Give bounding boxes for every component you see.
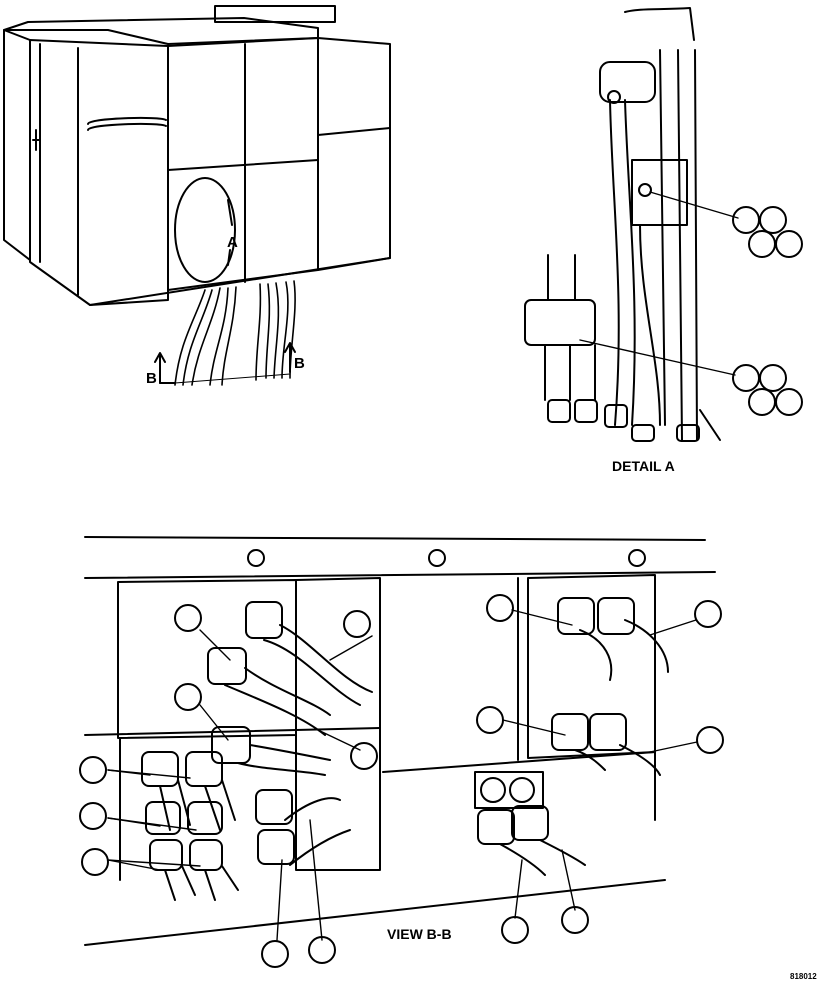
cable-glands xyxy=(142,598,668,900)
figure-code: 818012 xyxy=(790,972,817,981)
clamp-lower xyxy=(632,160,687,225)
conduit-ferrule xyxy=(632,425,654,441)
upper-frame xyxy=(85,572,715,578)
connector-legs xyxy=(545,345,595,400)
door-handle xyxy=(88,118,166,130)
panel-right-divider xyxy=(318,128,390,135)
enclosure-base xyxy=(90,258,390,305)
floor-line xyxy=(85,880,665,945)
leader-detail-upper xyxy=(650,192,738,218)
section-b-marker-right: B xyxy=(294,355,305,372)
connector-cap-1 xyxy=(548,400,570,422)
cable xyxy=(285,798,350,865)
gland xyxy=(598,598,634,634)
callout-circle xyxy=(749,389,775,415)
callout-leaders xyxy=(108,610,697,940)
top-vent xyxy=(215,6,335,22)
top-rail xyxy=(85,537,705,540)
left-panel-side xyxy=(296,578,380,870)
cable xyxy=(575,745,660,775)
gland xyxy=(558,598,594,634)
gland xyxy=(478,810,514,844)
detail-top-bracket xyxy=(625,8,694,40)
cable xyxy=(580,620,668,680)
clamp-bolt-upper xyxy=(608,91,620,103)
section-marker-left xyxy=(155,353,165,383)
fastener xyxy=(248,550,264,566)
view-bb xyxy=(80,537,723,967)
conduit-box xyxy=(475,772,543,808)
detail-ground-line xyxy=(700,410,720,440)
detail-circle xyxy=(175,178,235,282)
detail-a-view xyxy=(525,8,802,441)
cable xyxy=(225,668,330,735)
enclosure-left-side xyxy=(4,30,30,260)
cable xyxy=(165,866,238,900)
callout-circle xyxy=(733,207,759,233)
conduit-ferrule-2 xyxy=(677,425,699,441)
conduit-2 xyxy=(625,100,635,425)
gland xyxy=(208,648,246,684)
section-b-marker-left: B xyxy=(146,370,157,387)
connector-posts xyxy=(548,255,575,300)
gland xyxy=(146,802,180,834)
gland xyxy=(552,714,588,750)
view-bb-title: VIEW B-B xyxy=(387,926,452,942)
detail-arrow xyxy=(228,200,232,225)
detail-a-title: DETAIL A xyxy=(612,458,675,474)
callout-circle xyxy=(776,389,802,415)
fastener xyxy=(429,550,445,566)
right-panel-bottom xyxy=(383,752,655,772)
clamp-bolt-lower xyxy=(639,184,651,196)
gland xyxy=(246,602,282,638)
connector-housing xyxy=(525,300,595,345)
gland xyxy=(150,840,182,870)
clamp-upper xyxy=(600,62,655,102)
gland xyxy=(258,830,294,864)
enclosure-front-left xyxy=(30,40,168,305)
panel-divider-h xyxy=(168,160,318,170)
knockout xyxy=(510,778,534,802)
conduit-3 xyxy=(640,225,660,425)
leader-detail-lower xyxy=(580,340,735,375)
cable xyxy=(264,625,372,705)
view-callouts xyxy=(80,595,723,967)
callout-circle xyxy=(749,231,775,257)
enclosure-isometric xyxy=(4,6,390,385)
section-marker-right xyxy=(285,343,295,372)
knockout xyxy=(481,778,505,802)
fastener xyxy=(629,550,645,566)
cable-bundle xyxy=(175,281,295,385)
gland xyxy=(188,802,222,834)
callout-circle xyxy=(760,365,786,391)
gland xyxy=(186,752,222,786)
gland xyxy=(590,714,626,750)
cable xyxy=(500,840,585,875)
section-line xyxy=(175,374,290,383)
gland xyxy=(512,806,548,840)
callout-circle xyxy=(776,231,802,257)
callout-circle xyxy=(760,207,786,233)
cable xyxy=(160,780,235,830)
enclosure-top xyxy=(4,18,318,44)
conduit-4 xyxy=(660,50,665,425)
connector-cap-3 xyxy=(605,405,627,427)
conduit-1 xyxy=(610,100,619,425)
conduit-5 xyxy=(678,50,682,440)
mid-rail xyxy=(85,728,380,735)
panel-right xyxy=(318,38,390,270)
cable xyxy=(238,745,330,775)
callout-circle xyxy=(733,365,759,391)
hinge xyxy=(33,130,40,150)
detail-a-callout: A xyxy=(227,234,238,251)
conduit-6 xyxy=(695,50,697,440)
gland xyxy=(256,790,292,824)
detail-arrow-up xyxy=(228,250,230,265)
connector-cap-2 xyxy=(575,400,597,422)
gland xyxy=(142,752,178,786)
